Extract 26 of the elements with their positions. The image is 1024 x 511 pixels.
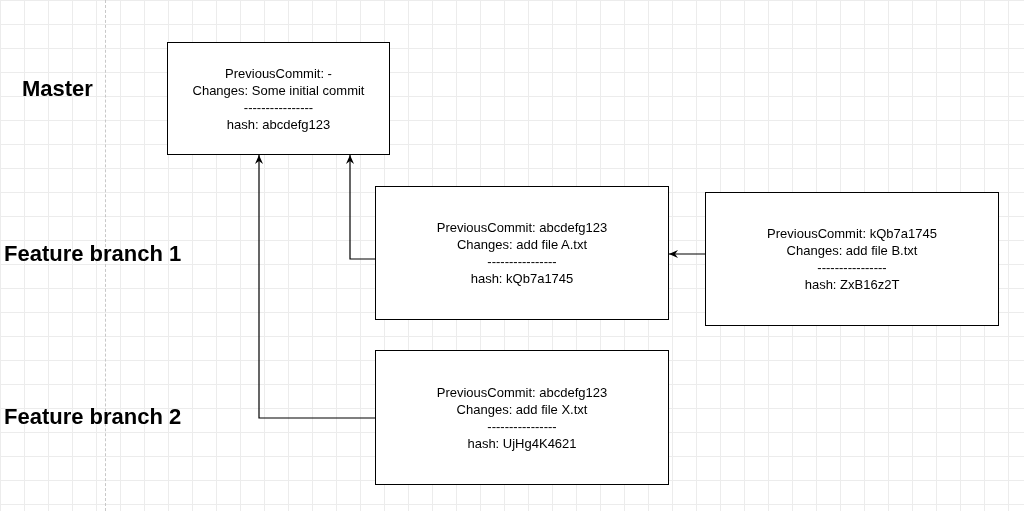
arrow [346,154,376,260]
branch-label: Feature branch 2 [4,403,182,431]
commit-text: Changes: Some initial commit [192,81,365,99]
commit-text: PreviousCommit: abcdefg123 [436,383,608,401]
commit-box [705,192,999,326]
commit-text: hash: UjHg4K4621 [467,434,577,452]
commit-text: hash: kQb7a1745 [470,270,574,287]
commit-text: PreviousCommit: kQb7a1745 [767,225,937,242]
commit-text: Changes: add file A.txt [456,236,588,253]
branch-label: Master [22,75,93,103]
arrow [668,250,706,258]
commit-text: ---------------- [487,253,557,270]
commit-box [375,186,669,320]
commit-text: Changes: add file X.txt [456,400,588,418]
arrow [255,154,376,419]
commit-text: PreviousCommit: - [225,64,332,82]
commit-text: hash: abcdefg123 [226,115,331,133]
commit-text: ---------------- [243,98,314,116]
commit-text: Changes: add file B.txt [786,242,918,259]
commit-text: hash: ZxB16z2T [804,276,900,293]
commit-text: ---------------- [487,417,557,435]
branch-label: Feature branch 1 [4,240,182,268]
commit-box [375,350,669,485]
commit-text: PreviousCommit: abcdefg123 [436,219,608,236]
commit-box [167,42,390,155]
commit-text: ---------------- [817,259,887,276]
